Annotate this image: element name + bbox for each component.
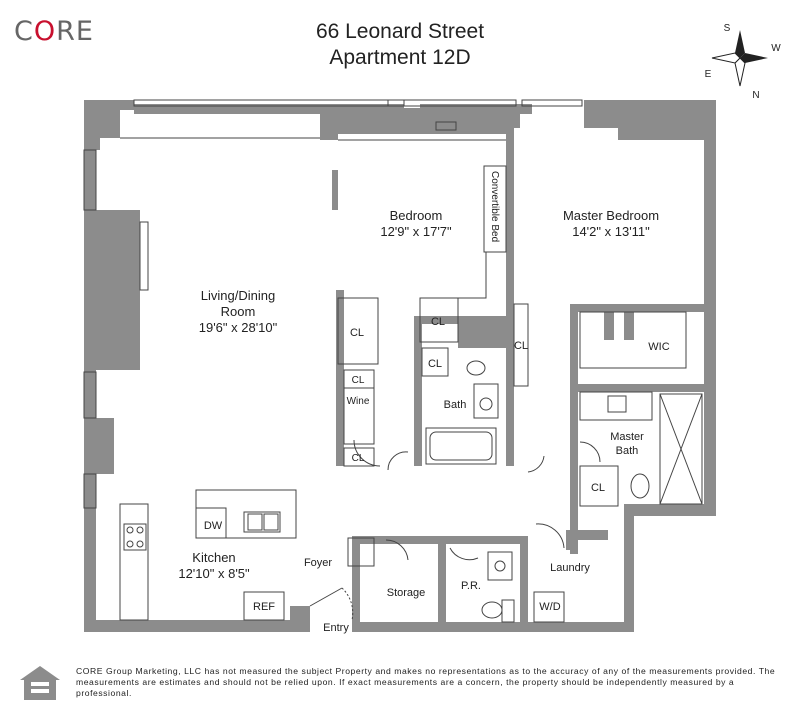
master-bath-label: Master Bath	[610, 431, 644, 457]
bedroom-label: Bedroom 12'9" x 17'7"	[380, 208, 452, 239]
closet-label: CL	[349, 327, 365, 339]
walls	[84, 100, 716, 632]
core-logo: CORE	[14, 16, 94, 47]
powder-room-label: P.R.	[461, 580, 481, 592]
closet-label: CL	[351, 453, 365, 464]
closet-label: CL	[513, 340, 529, 352]
convertible-bed-label: Convertible Bed	[489, 171, 500, 243]
compass-s-label: S	[723, 23, 731, 34]
compass-n-label: N	[752, 90, 760, 101]
storage-label: Storage	[386, 587, 426, 599]
bath-label: Bath	[443, 399, 467, 411]
closet-label: CL	[351, 375, 365, 386]
wine-label: Wine	[346, 396, 370, 407]
master-bedroom-label: Master Bedroom 14'2" x 13'11"	[562, 208, 660, 239]
washer-dryer-label: W/D	[539, 601, 561, 613]
disclaimer-text: CORE Group Marketing, LLC has not measur…	[76, 666, 776, 698]
foyer-label: Foyer	[303, 557, 333, 569]
compass-icon	[711, 30, 768, 87]
fixtures	[83, 99, 703, 623]
closet-label: CL	[590, 482, 606, 494]
closet-label: CL	[430, 316, 446, 328]
closet-label: CL	[427, 358, 443, 370]
compass-e-label: E	[704, 69, 712, 80]
unit-title: Apartment 12D	[329, 46, 471, 69]
wic-label: WIC	[648, 341, 670, 353]
compass-w-label: W	[771, 43, 781, 54]
equal-housing-icon	[20, 666, 60, 700]
address-title: 66 Leonard Street	[315, 20, 485, 43]
living-room-label: Living/Dining Room 19'6" x 28'10"	[198, 288, 278, 335]
refrigerator-label: REF	[253, 601, 275, 613]
entry-label: Entry	[323, 622, 349, 634]
dishwasher-label: DW	[203, 520, 223, 532]
kitchen-label: Kitchen 12'10" x 8'5"	[178, 550, 250, 581]
laundry-label: Laundry	[550, 562, 590, 574]
